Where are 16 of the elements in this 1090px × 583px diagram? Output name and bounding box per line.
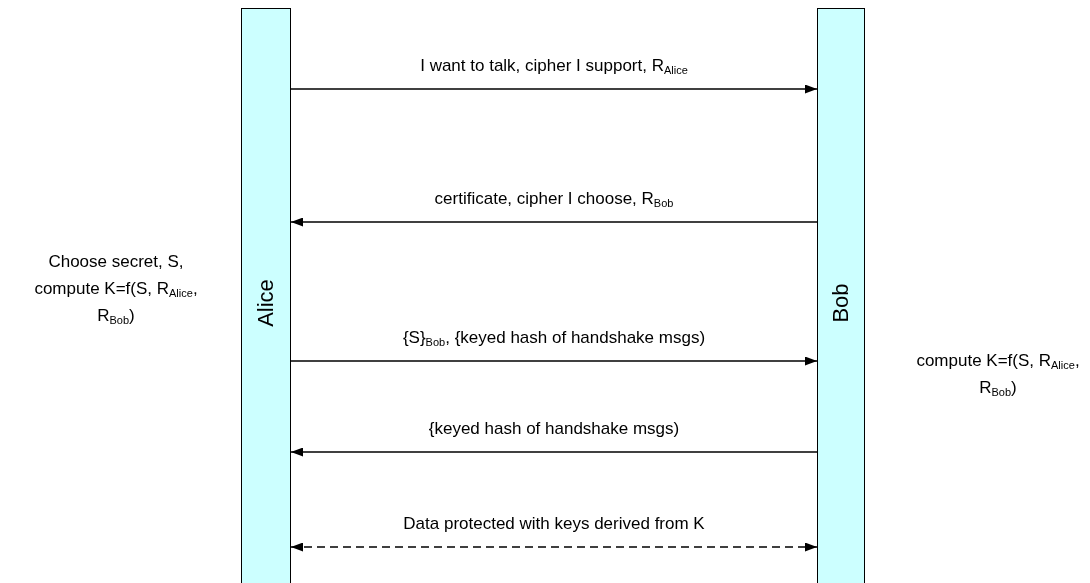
lifeline-label: Bob [828, 283, 854, 323]
arrow [290, 356, 818, 366]
arrow [290, 84, 818, 94]
arrow [290, 447, 818, 457]
edge-label: Data protected with keys derived from K [401, 514, 707, 534]
note-text: Choose secret, S, compute K=f(S, R$_{Alice}$, R$_{Bob}$) [33, 251, 199, 328]
note-text: compute K=f(S, R$_{Alice}$, R$_{Bob}$) [915, 350, 1081, 400]
arrow [290, 217, 818, 227]
lifeline-label: Alice [253, 279, 279, 327]
edge-label: {keyed hash of handshake msgs) [426, 419, 682, 439]
lifeline-bar [241, 8, 291, 583]
arrow [290, 542, 818, 552]
edge-label: certificate, cipher I choose, R$_{Bob}$ [432, 189, 676, 209]
edge-label: {S}$_{Bob}$, {keyed hash of handshake msgs) [400, 328, 708, 348]
lifeline-bar [817, 8, 865, 583]
edge-label: I want to talk, cipher I support, R$_{Alice}$ [418, 56, 690, 76]
